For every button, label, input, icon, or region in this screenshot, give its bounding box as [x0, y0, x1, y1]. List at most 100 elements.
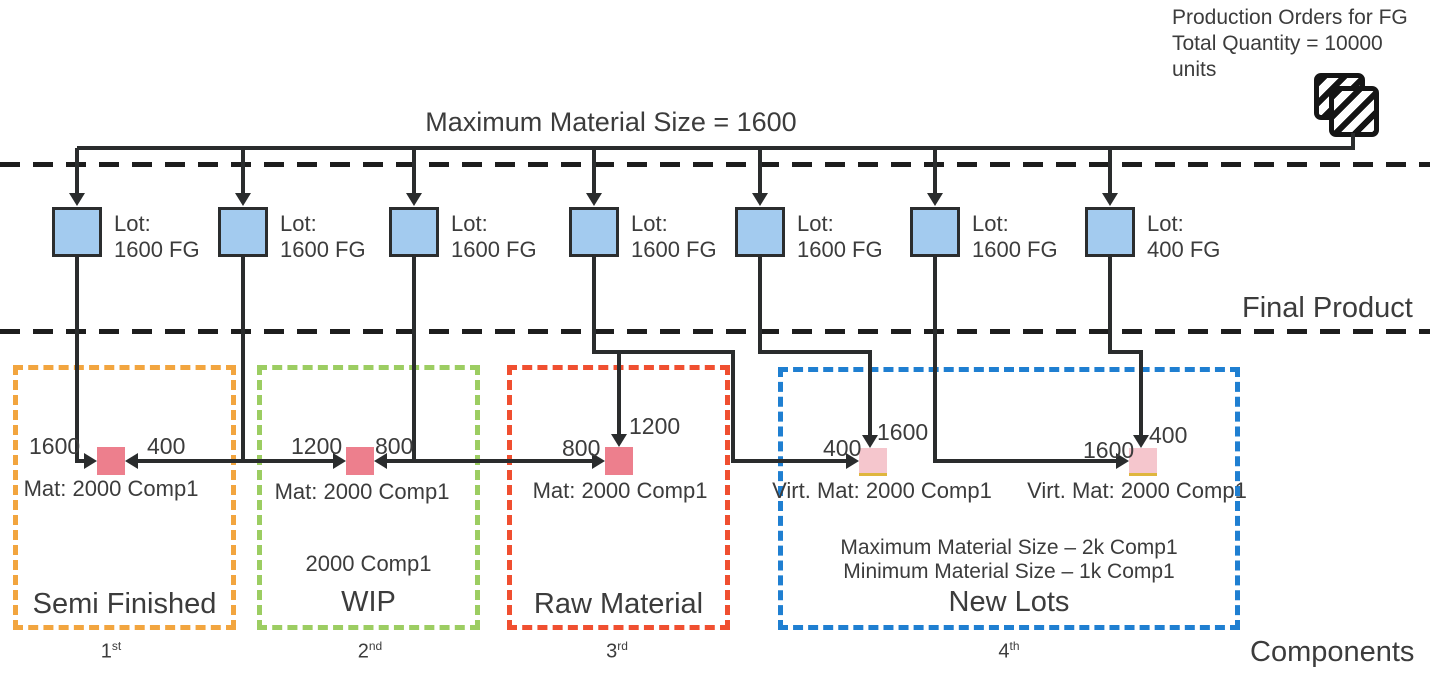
arrow-down-icon — [235, 193, 251, 206]
material-label-virtual-2: Virt. Mat: 2000 Comp1 — [1027, 478, 1247, 503]
material-label-semi-finished: Mat: 2000 Comp1 — [23, 476, 199, 501]
flow-line — [592, 255, 596, 354]
ordinal-number: 4 — [998, 640, 1010, 663]
flow-line — [241, 255, 245, 463]
lot-label-line2: 1600 FG — [972, 237, 1058, 262]
group-note-new-lots-max: Maximum Material Size – 2k Comp1 — [840, 536, 1178, 559]
arrow-down-icon — [611, 434, 627, 447]
flow-line — [1108, 148, 1112, 194]
components-lane-label: Components — [1250, 636, 1415, 668]
ordinal-number: 3 — [606, 640, 618, 663]
production-orders-note-line2: Total Quantity = 10000 units — [1172, 32, 1383, 81]
arrow-right-icon — [592, 453, 605, 469]
arrow-down-icon — [927, 193, 943, 206]
lot-box-6 — [910, 207, 960, 257]
ordinal-number: 1 — [100, 640, 112, 663]
material-label-virtual-1: Virt. Mat: 2000 Comp1 — [772, 478, 992, 503]
ordinal-suffix: th — [1009, 639, 1020, 653]
lot-label-line2: 1600 FG — [280, 237, 366, 262]
production-orders-icon — [1314, 73, 1429, 148]
lot-label-line1: Lot: — [631, 211, 668, 236]
flow-line — [75, 255, 79, 463]
lot-box-1 — [52, 207, 102, 257]
group-box-wip — [257, 365, 480, 630]
ordinal-suffix: rd — [617, 639, 628, 653]
flow-qty-label: 1600 — [29, 433, 81, 459]
group-label-raw-material: Raw Material — [533, 588, 704, 620]
group-label-new-lots: New Lots — [948, 586, 1070, 618]
arrow-down-icon — [586, 193, 602, 206]
flow-line — [1108, 350, 1143, 354]
flow-line — [134, 459, 243, 463]
flow-line — [75, 148, 79, 194]
arrow-right-icon — [846, 453, 859, 469]
lot-label-line1: Lot: — [972, 211, 1009, 236]
lot-box-4 — [569, 207, 619, 257]
material-box-semi-finished — [97, 447, 125, 475]
flow-line — [758, 148, 762, 194]
arrow-right-icon — [1116, 453, 1129, 469]
group-note-new-lots-min: Minimum Material Size – 1k Comp1 — [843, 560, 1175, 583]
arrow-right-icon — [84, 453, 97, 469]
arrow-right-icon — [333, 453, 346, 469]
arrow-down-icon — [862, 435, 878, 448]
production-orders-note-line1: Production Orders for FG — [1172, 6, 1408, 29]
lot-box-5 — [735, 207, 785, 257]
group-box-semi-finished — [13, 365, 236, 630]
arrow-down-icon — [406, 193, 422, 206]
group-label-semi-finished: Semi Finished — [32, 588, 217, 620]
ordinal-number: 2 — [357, 640, 369, 663]
lot-box-2 — [218, 207, 268, 257]
ordinal-label-4: 4th — [959, 639, 1059, 664]
arrow-down-icon — [752, 193, 768, 206]
lot-label-line2: 400 FG — [1147, 237, 1221, 262]
lot-label-line2: 1600 FG — [797, 237, 883, 262]
arrow-left-icon — [125, 453, 138, 469]
production-order-card-front-icon — [1329, 86, 1379, 137]
flow-qty-label: 1600 — [1083, 437, 1135, 463]
flow-line — [592, 350, 735, 354]
flow-line — [933, 255, 937, 463]
flow-line — [414, 459, 593, 463]
arrow-down-icon — [1133, 435, 1149, 448]
flow-line — [77, 146, 1355, 150]
flow-line — [758, 350, 872, 354]
flow-line — [731, 350, 735, 463]
lot-label-7: Lot: 400 FG — [1147, 211, 1220, 263]
flow-line — [592, 148, 596, 194]
lot-box-3 — [389, 207, 439, 257]
group-box-new-lots — [778, 367, 1240, 630]
flow-line — [412, 148, 416, 194]
virtual-material-box-2 — [1129, 448, 1157, 476]
lane-separator-top — [0, 162, 1430, 167]
lot-label-line2: 1600 FG — [631, 237, 717, 262]
lot-label-5: Lot: 1600 FG — [797, 211, 883, 263]
flow-line — [933, 148, 937, 194]
flow-line — [241, 148, 245, 194]
flow-line — [868, 350, 872, 437]
flow-line — [243, 459, 335, 463]
flow-qty-label: 400 — [147, 433, 186, 459]
lot-box-7 — [1085, 207, 1135, 257]
group-label-wip: WIP — [341, 586, 396, 618]
flow-line — [733, 459, 846, 463]
ordinal-label-3: 3rd — [567, 639, 667, 664]
lot-label-line1: Lot: — [451, 211, 488, 236]
lot-label-line1: Lot: — [1147, 211, 1184, 236]
production-orders-note: Production Orders for FG Total Quantity … — [1172, 5, 1430, 83]
material-label-raw-material: Mat: 2000 Comp1 — [532, 478, 708, 503]
lot-label-4: Lot: 1600 FG — [631, 211, 717, 263]
flow-qty-label: 800 — [562, 435, 601, 461]
flow-line — [617, 350, 621, 437]
lot-label-line1: Lot: — [114, 211, 151, 236]
flow-line — [386, 459, 414, 463]
lot-label-line2: 1600 FG — [114, 237, 200, 262]
flow-line — [1108, 255, 1112, 354]
flow-qty-label: 800 — [375, 433, 414, 459]
ordinal-label-2: 2nd — [320, 639, 420, 664]
material-box-wip — [346, 447, 374, 475]
lot-label-3: Lot: 1600 FG — [451, 211, 537, 263]
flow-qty-label: 1200 — [629, 413, 681, 439]
ordinal-suffix: nd — [368, 639, 383, 653]
